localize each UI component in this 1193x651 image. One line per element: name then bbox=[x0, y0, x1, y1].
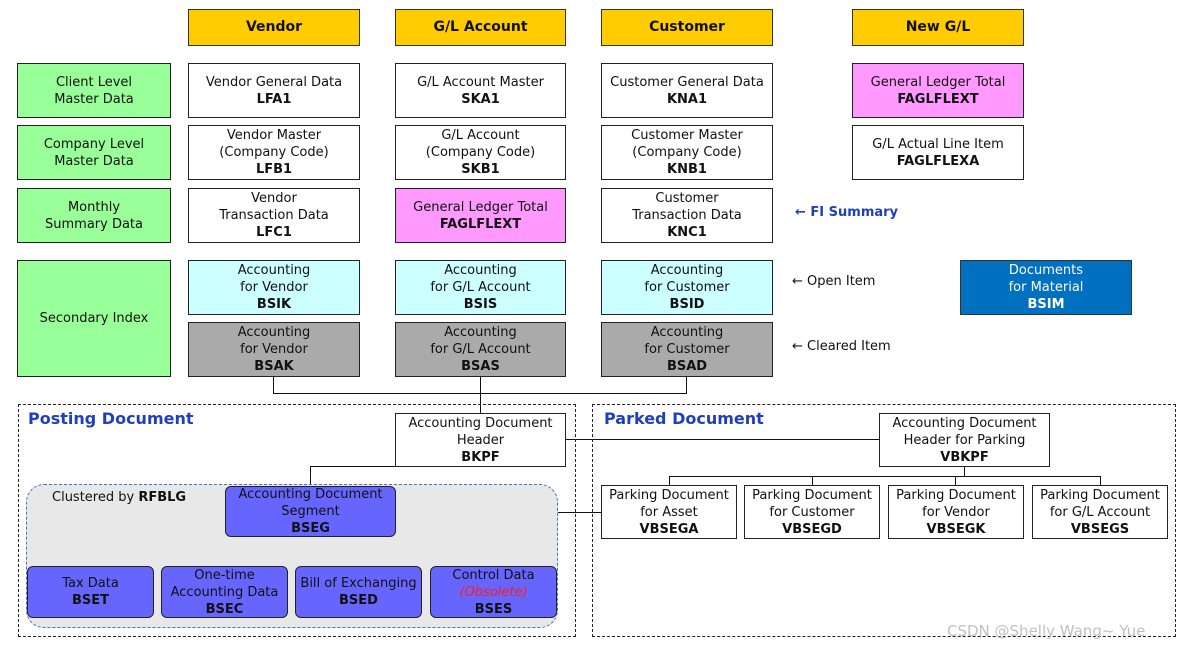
company-level-label: Company Level Master Data bbox=[17, 125, 171, 180]
cluster-label: Clustered by RFBLG bbox=[52, 490, 187, 505]
connector-line bbox=[812, 476, 813, 485]
connector-line bbox=[964, 466, 965, 476]
watermark: CSDN @Shelly Wang~ Yue bbox=[947, 622, 1146, 640]
connector-line bbox=[273, 377, 274, 394]
connector-line bbox=[669, 476, 1101, 477]
client-level-label: Client Level Master Data bbox=[17, 63, 171, 118]
control-data-box: Control Data(Obsolete)BSES bbox=[430, 566, 557, 618]
connector-line bbox=[669, 476, 670, 485]
fi-summary-note: ← FI Summary bbox=[795, 205, 899, 220]
connector-line bbox=[955, 476, 956, 485]
connector-line bbox=[1100, 476, 1101, 485]
customer-header: Customer bbox=[601, 9, 773, 46]
customer-company-box: Customer Master (Company Code)KNB1 bbox=[601, 125, 773, 180]
new-gl-header: New G/L bbox=[852, 9, 1024, 46]
connector-line bbox=[480, 377, 481, 413]
connector-line bbox=[565, 439, 880, 440]
connector-line bbox=[686, 377, 687, 394]
vendor-company-box: Vendor Master (Company Code)LFB1 bbox=[188, 125, 360, 180]
parked-document-frame bbox=[592, 404, 1176, 637]
gl-company-box: G/L Account (Company Code)SKB1 bbox=[395, 125, 566, 180]
monthly-summary-label: Monthly Summary Data bbox=[17, 188, 171, 243]
posting-document-title: Posting Document bbox=[28, 409, 194, 428]
secondary-index-label: Secondary Index bbox=[17, 260, 171, 377]
connector-line bbox=[310, 466, 311, 486]
posting-document-frame bbox=[18, 404, 576, 637]
open-item-note: ← Open Item bbox=[792, 274, 876, 289]
gl-account-header: G/L Account bbox=[395, 9, 566, 46]
parked-document-title: Parked Document bbox=[604, 409, 764, 428]
cleared-item-note: ← Cleared Item bbox=[792, 339, 891, 354]
vendor-header: Vendor bbox=[188, 9, 360, 46]
